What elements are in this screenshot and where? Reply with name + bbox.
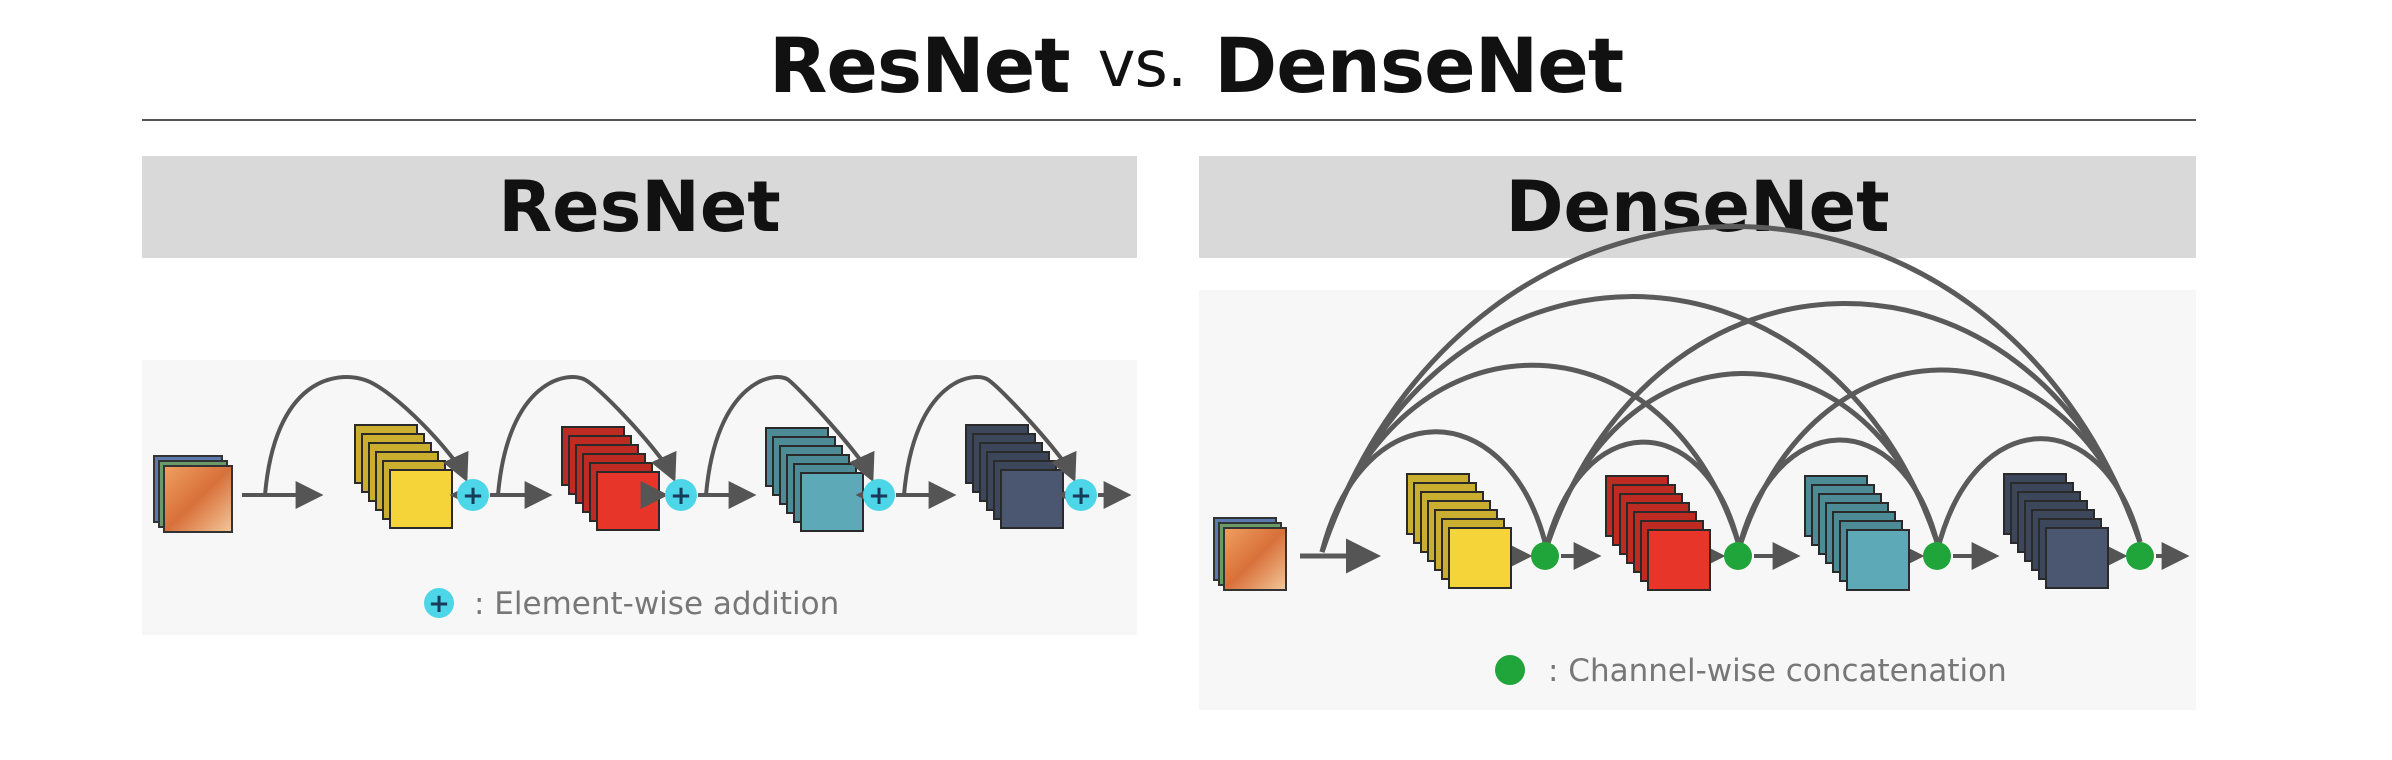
addition-legend-symbol: +: [428, 589, 450, 619]
densenet-block-1: [1406, 473, 1512, 589]
densenet-dense-connection-9: [1735, 367, 2143, 553]
densenet-block-3: [1804, 475, 1910, 591]
svg-text:+: +: [462, 481, 484, 511]
resnet-addition-node-1: +: [457, 479, 489, 511]
resnet-skip-connection-2: [496, 375, 677, 496]
concat-legend-icon: [1495, 655, 1525, 685]
resnet-blocks: [354, 424, 1064, 532]
densenet-dense-connection-7: [1542, 301, 2143, 553]
svg-text:+: +: [670, 481, 692, 511]
title-resnet: ResNet: [768, 20, 1071, 110]
resnet-legend: + : Element-wise addition: [424, 586, 839, 622]
resnet-legend-label: : Element-wise addition: [474, 586, 839, 622]
resnet-block-1: [354, 424, 453, 529]
resnet-addition-node-2: +: [665, 479, 697, 511]
title-vs: vs.: [1097, 28, 1188, 102]
resnet-header: ResNet: [142, 156, 1137, 258]
densenet-blocks: [1406, 473, 2109, 591]
resnet-block-3: [765, 427, 864, 532]
densenet-block-2: [1605, 475, 1711, 591]
densenet-concat-node-4: [2126, 542, 2154, 570]
densenet-connections: [1300, 224, 2190, 574]
resnet-connections: [242, 375, 1132, 509]
densenet-block-4: [2003, 473, 2109, 589]
resnet-addition-node-4: +: [1065, 479, 1097, 511]
resnet-skip-connection-1: [263, 375, 469, 496]
densenet-concat-nodes: [1531, 542, 2154, 570]
densenet-concat-node-1: [1531, 542, 1559, 570]
densenet-dense-connection-10: [1934, 436, 2143, 553]
svg-text:+: +: [868, 481, 890, 511]
densenet-input-image: [1213, 517, 1287, 591]
resnet-skip-connection-3: [704, 375, 875, 496]
title-densenet: DenseNet: [1214, 20, 1624, 110]
svg-text:+: +: [1070, 481, 1092, 511]
resnet-input-image: [153, 455, 233, 533]
densenet-dense-connection-4: [1319, 224, 2143, 553]
resnet-block-2: [561, 426, 660, 531]
densenet-legend-label: : Channel-wise concatenation: [1548, 653, 2007, 689]
resnet-addition-nodes: + + + +: [457, 479, 1097, 511]
title-divider: [142, 119, 2196, 121]
densenet-dense-connection-3: [1319, 294, 1940, 553]
resnet-addition-node-3: +: [863, 479, 895, 511]
densenet-header: DenseNet: [1199, 156, 2196, 258]
page-title: ResNet vs. DenseNet: [0, 10, 2392, 120]
densenet-concat-node-3: [1923, 542, 1951, 570]
densenet-legend: : Channel-wise concatenation: [1495, 653, 2007, 689]
resnet-block-4: [965, 424, 1064, 529]
densenet-concat-node-2: [1724, 542, 1752, 570]
addition-legend-icon: [424, 588, 454, 618]
resnet-skip-connection-4: [902, 375, 1077, 496]
